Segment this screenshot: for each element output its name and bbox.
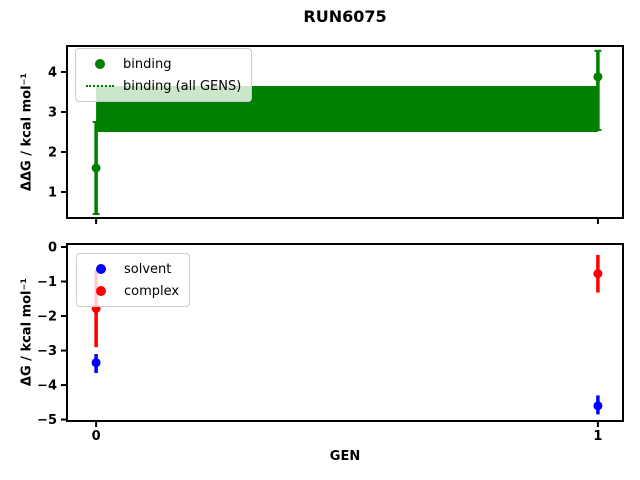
complex-marker-icon	[84, 286, 117, 296]
top-legend: binding binding (all GENS)	[75, 48, 253, 102]
legend-row-binding-all-gens: binding (all GENS)	[83, 75, 241, 97]
legend-row-binding: binding	[83, 53, 241, 75]
y-tick-label: −4	[37, 379, 57, 394]
complex-dot-swatch	[95, 286, 106, 296]
axes-spines	[66, 243, 624, 422]
legend-label-complex: complex	[124, 283, 180, 299]
binding-plot-canvas: 4 3 2 1	[48, 45, 624, 224]
solvent-point	[91, 358, 101, 368]
top-y-axis-label: ΔΔG / kcal mol⁻¹	[19, 72, 35, 192]
bottom-legend: solvent complex	[76, 253, 191, 307]
legend-row-solvent: solvent	[84, 258, 179, 280]
complex-point	[593, 269, 603, 279]
y-tick-label: 4	[48, 66, 57, 81]
bottom-y-axis-label: ΔG / kcal mol⁻¹	[19, 277, 35, 387]
y-tick-label: −2	[37, 310, 57, 325]
y-tick-label: 1	[48, 186, 57, 201]
legend-label-binding-all-gens: binding (all GENS)	[123, 78, 242, 94]
y-tick-label: −1	[37, 275, 57, 290]
binding-point	[593, 72, 603, 82]
figure-title: RUN6075	[303, 7, 387, 26]
dg-plot-canvas: 0 −1 −2 −3 −4 −5 0 1	[37, 241, 624, 444]
binding-marker-icon	[83, 59, 116, 69]
legend-label-binding: binding	[123, 56, 172, 72]
y-tick-label: −3	[37, 344, 57, 359]
dotted-line-swatch	[85, 85, 114, 87]
solvent-point	[593, 401, 603, 411]
legend-label-solvent: solvent	[124, 261, 172, 277]
legend-row-complex: complex	[84, 280, 179, 302]
y-tick-label: −5	[37, 413, 57, 428]
x-tick-label: 1	[593, 429, 602, 444]
solvent-marker-icon	[84, 264, 117, 274]
y-tick-label: 2	[48, 146, 57, 161]
axes-spines	[66, 45, 624, 219]
binding-all-gens-line-icon	[83, 85, 116, 87]
x-axis-label: GEN	[329, 449, 361, 464]
x-tick-label: 0	[92, 429, 101, 444]
y-tick-label: 3	[48, 106, 57, 121]
y-tick-label: 0	[48, 241, 57, 256]
solvent-dot-swatch	[95, 264, 106, 274]
binding-point	[91, 163, 101, 173]
binding-dot-swatch	[94, 59, 105, 69]
